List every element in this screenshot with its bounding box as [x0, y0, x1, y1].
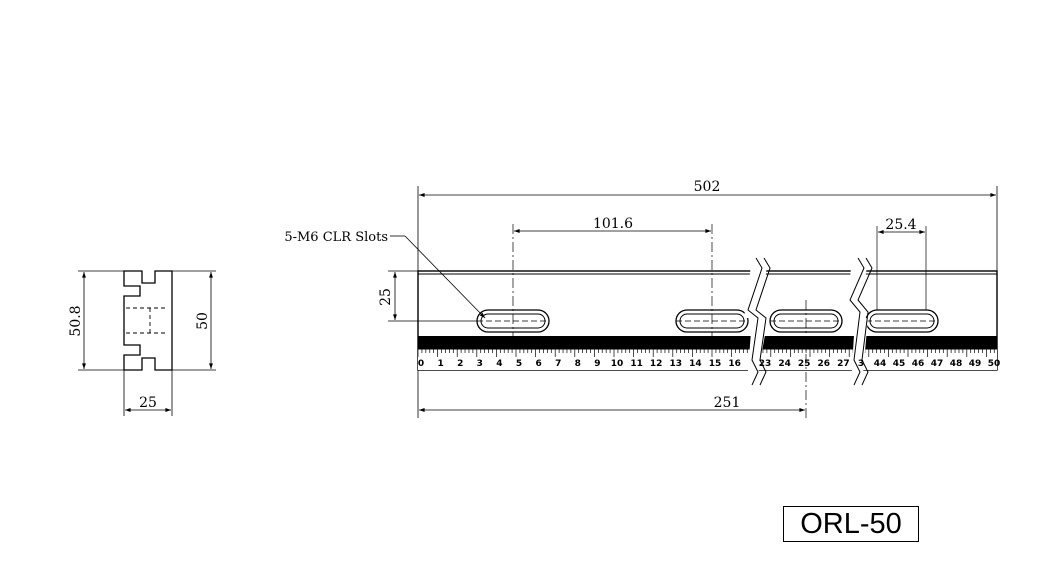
dim-slot-length: 25.4 — [885, 217, 916, 233]
scale-number: 14 — [689, 359, 702, 369]
scale-number: 6 — [535, 359, 541, 369]
scale-number: 23 — [759, 359, 772, 369]
scale-number: 26 — [818, 359, 831, 369]
dim-total-length: 502 — [694, 179, 721, 195]
dim-slot-offset: 25 — [378, 288, 394, 306]
dim-profile-height: 50.8 — [68, 305, 84, 336]
scale-number: 16 — [728, 359, 741, 369]
scale-number: 11 — [630, 359, 643, 369]
scale-number: 1 — [437, 359, 443, 369]
scale-number: 27 — [837, 359, 850, 369]
dim-half-length: 251 — [714, 395, 741, 411]
dim-slot-pitch: 101.6 — [593, 216, 633, 232]
scale-number: 8 — [575, 359, 581, 369]
part-number: ORL-50 — [800, 507, 902, 540]
scale-number: 12 — [650, 359, 663, 369]
scale-number: 3 — [477, 359, 483, 369]
break-line — [744, 257, 771, 386]
scale-number: 24 — [778, 359, 791, 369]
scale-number: 4 — [496, 359, 502, 369]
scale-number: 7 — [555, 359, 561, 369]
scale-number: 46 — [912, 359, 925, 369]
scale-number: 5 — [516, 359, 522, 369]
scale-number: 10 — [611, 359, 624, 369]
scale-bar — [418, 336, 997, 370]
scale-number: 13 — [670, 359, 683, 369]
scale-number: 45 — [893, 359, 906, 369]
scale-number: 49 — [969, 359, 982, 369]
scale-number: 50 — [988, 359, 1001, 369]
scale-number: 15 — [709, 359, 722, 369]
dim-body-height: 50 — [195, 312, 211, 330]
scale-number: 0 — [418, 359, 424, 369]
scale-number: 47 — [931, 359, 944, 369]
scale-number: 44 — [874, 359, 887, 369]
scale-number: 9 — [594, 359, 600, 369]
end-view — [78, 270, 216, 416]
scale-number: 48 — [950, 359, 963, 369]
part-number-box: ORL-50 — [783, 506, 919, 542]
front-view — [388, 186, 998, 418]
scale-number: 3 — [858, 359, 864, 369]
profile-outline — [123, 270, 173, 371]
scale-number: 2 — [457, 359, 463, 369]
dim-profile-width: 25 — [139, 395, 157, 411]
callout-leader — [404, 235, 486, 319]
slot-callout: 5-M6 CLR Slots — [284, 230, 388, 245]
scale-number: 25 — [798, 359, 811, 369]
break-line — [846, 257, 873, 386]
